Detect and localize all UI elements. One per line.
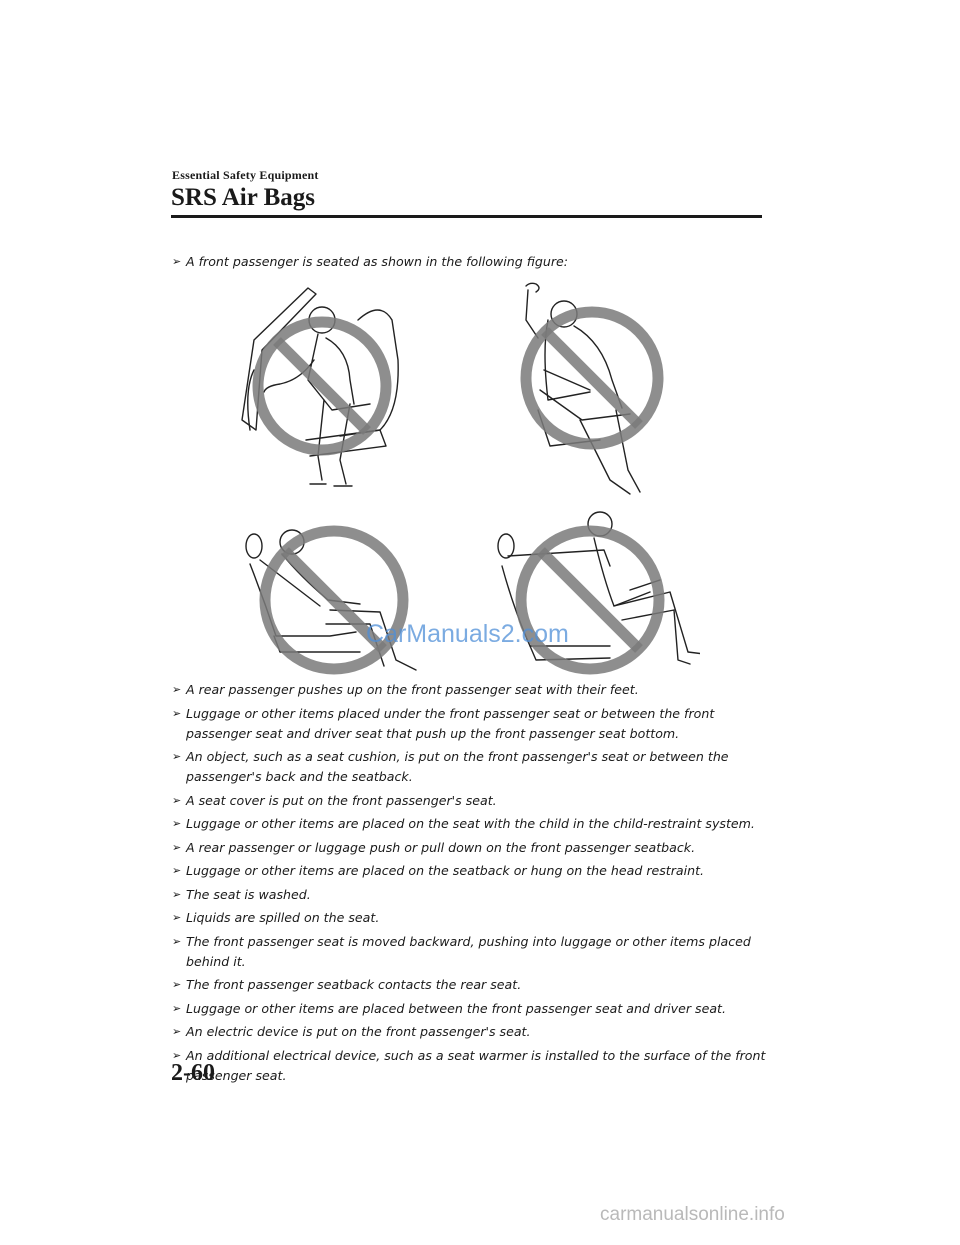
figure-panel-leaning-on-door (241, 287, 399, 487)
prohibition-symbol-icon (515, 525, 665, 675)
arrow-bullet-icon: ➢ (172, 255, 182, 268)
list-item-text: Luggage or other items placed under the … (186, 705, 715, 741)
arrow-bullet-icon: ➢ (172, 864, 182, 877)
list-item: ➢ A seat cover is put on the front passen… (172, 791, 772, 811)
list-item: ➢ The front passenger seat is moved backw… (172, 932, 772, 972)
list-item-text: A seat cover is put on the front passeng… (186, 792, 497, 808)
arrow-bullet-icon: ➢ (172, 1025, 182, 1038)
list-item: ➢ Luggage or other items are placed on th… (172, 861, 772, 881)
condition-list: ➢ A rear passenger pushes up on the front… (172, 680, 772, 1089)
section-label: Essential Safety Equipment (172, 168, 319, 182)
list-item: ➢ An object, such as a seat cushion, is p… (172, 747, 772, 787)
list-item-text: Luggage or other items are placed on the… (186, 863, 705, 878)
list-item: ➢ The front passenger seatback contacts t… (172, 975, 772, 995)
list-item: ➢ A rear passenger or luggage push or pul… (172, 838, 772, 858)
arrow-bullet-icon: ➢ (172, 1048, 182, 1062)
list-item-text: Liquids are spilled on the seat. (186, 910, 380, 925)
list-item-text: An additional electrical device, such as… (186, 1047, 766, 1083)
arrow-bullet-icon: ➢ (172, 683, 182, 696)
list-item: ➢ Liquids are spilled on the seat. (172, 908, 772, 928)
prohibition-symbol-icon (520, 306, 664, 450)
watermark: CarManuals2.com (366, 620, 569, 648)
arrow-bullet-icon: ➢ (172, 817, 182, 830)
list-item-text: A front passenger is seated as shown in … (186, 254, 568, 269)
prohibition-symbol-icon (252, 316, 392, 456)
list-item-text: The seat is washed. (186, 886, 311, 902)
list-item: ➢ Luggage or other items are placed betwe… (172, 999, 772, 1019)
arrow-bullet-icon: ➢ (172, 911, 182, 924)
list-item: ➢ Luggage or other items placed under the… (172, 704, 772, 744)
list-item-text: A rear passenger pushes up on the front … (186, 682, 639, 697)
title-rule (171, 215, 762, 218)
arrow-bullet-icon: ➢ (172, 840, 182, 854)
arrow-bullet-icon: ➢ (172, 793, 182, 807)
list-item-text: The front passenger seatback contacts th… (186, 977, 522, 992)
prohibition-symbol-icon (259, 525, 409, 675)
list-item-text: A rear passenger or luggage push or pull… (186, 839, 696, 855)
arrow-bullet-icon: ➢ (172, 1001, 182, 1015)
list-item-text: Luggage or other items are placed on the… (186, 816, 755, 831)
page-number: 2-60 (171, 1060, 215, 1086)
arrow-bullet-icon: ➢ (172, 706, 182, 720)
list-item: ➢ A front passenger is seated as shown i… (172, 252, 772, 272)
list-item-text: An electric device is put on the front p… (186, 1024, 531, 1039)
list-item-text: The front passenger seat is moved backwa… (186, 933, 751, 969)
page-title: SRS Air Bags (171, 184, 316, 211)
list-item-text: Luggage or other items are placed betwee… (186, 1000, 726, 1016)
list-item: ➢ An electric device is put on the front … (172, 1022, 772, 1042)
list-item: ➢ A rear passenger pushes up on the front… (172, 680, 772, 700)
list-item: ➢ The seat is washed. (172, 885, 772, 905)
list-item-text: An object, such as a seat cushion, is pu… (186, 749, 729, 784)
footer-site-mark: carmanualsonline.info (600, 1204, 785, 1225)
arrow-bullet-icon: ➢ (172, 934, 182, 948)
list-item: ➢ An additional electrical device, such a… (172, 1046, 772, 1086)
arrow-bullet-icon: ➢ (172, 978, 182, 991)
prohibited-seating-figure (230, 280, 700, 680)
list-item: ➢ Luggage or other items are placed on th… (172, 814, 772, 834)
intro-list: ➢ A front passenger is seated as shown i… (172, 252, 772, 276)
arrow-bullet-icon: ➢ (172, 750, 182, 763)
arrow-bullet-icon: ➢ (172, 887, 182, 901)
